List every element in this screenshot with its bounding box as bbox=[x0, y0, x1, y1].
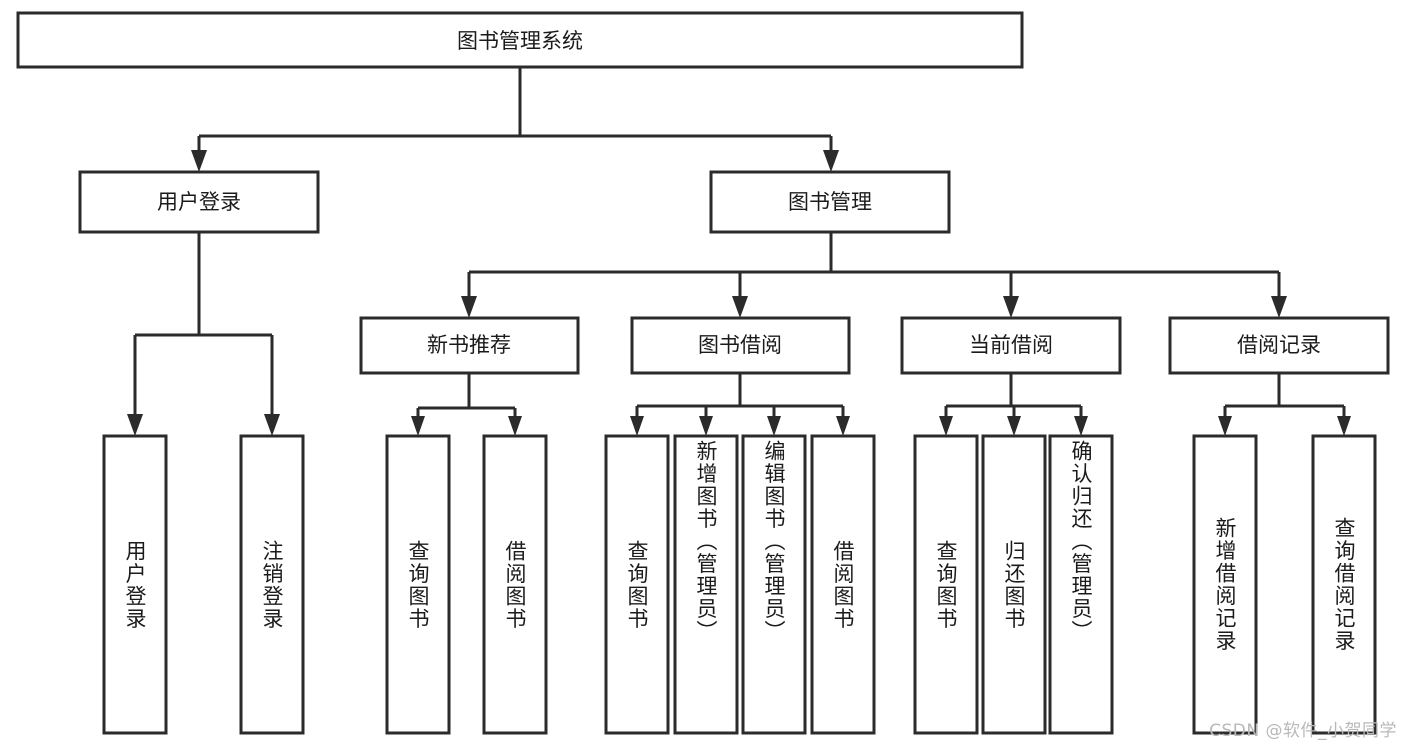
node-leaf-borrow-book-1-box[interactable] bbox=[482, 434, 548, 735]
node-book-manage-label: 图书管理 bbox=[788, 190, 872, 214]
node-current-borrow-box[interactable] bbox=[900, 316, 1122, 375]
arrow-head-icon bbox=[1003, 296, 1019, 318]
arrow-head-icon bbox=[767, 416, 781, 436]
node-new-book-recommend-label: 新书推荐 bbox=[427, 333, 511, 357]
node-root-label: 图书管理系统 bbox=[457, 29, 583, 53]
node-leaf-add-book-box[interactable] bbox=[673, 434, 739, 735]
arrow-head-icon bbox=[1074, 416, 1088, 436]
node-leaf-query-record-box[interactable] bbox=[1311, 434, 1377, 735]
node-leaf-edit-book-box[interactable] bbox=[741, 434, 807, 735]
node-current-borrow-label: 当前借阅 bbox=[969, 333, 1053, 357]
node-user-login-box[interactable] bbox=[78, 170, 320, 234]
node-leaf-query-book-3-box[interactable] bbox=[913, 434, 979, 735]
node-borrow-record[interactable]: 借阅记录 bbox=[1168, 316, 1390, 375]
arrow-head-icon bbox=[630, 416, 644, 436]
arrow-head-icon bbox=[411, 416, 425, 436]
arrow-head-icon bbox=[823, 150, 839, 172]
arrow-head-icon bbox=[1271, 296, 1287, 318]
connector-bookborrow-to-leaves bbox=[630, 373, 850, 436]
node-leaf-add-record-box[interactable] bbox=[1192, 434, 1258, 735]
node-borrow-record-box[interactable] bbox=[1168, 316, 1390, 375]
node-leaf-query-book-1-box[interactable] bbox=[385, 434, 451, 735]
arrow-head-icon bbox=[699, 416, 713, 436]
node-user-login-label: 用户登录 bbox=[157, 190, 241, 214]
node-leaf-query-book-2-box[interactable] bbox=[604, 434, 670, 735]
node-book-borrow-label: 图书借阅 bbox=[698, 333, 782, 357]
node-book-manage[interactable]: 图书管理 bbox=[709, 170, 951, 234]
connector-bookmanage-to-level3 bbox=[461, 232, 1287, 318]
node-leaf-borrow-book-2-box[interactable] bbox=[810, 434, 876, 735]
arrow-head-icon bbox=[1007, 416, 1021, 436]
connector-root-to-level2 bbox=[191, 67, 839, 172]
node-book-borrow[interactable]: 图书借阅 bbox=[630, 316, 851, 375]
node-current-borrow[interactable]: 当前借阅 bbox=[900, 316, 1122, 375]
node-leaf-return-book-box[interactable] bbox=[981, 434, 1047, 735]
node-leaf-logout-box[interactable] bbox=[239, 434, 305, 735]
node-book-borrow-box[interactable] bbox=[630, 316, 851, 375]
connector-userlogin-to-leaves bbox=[127, 232, 280, 436]
node-leaf-confirm-return-box[interactable] bbox=[1048, 434, 1114, 735]
arrow-head-icon bbox=[264, 414, 280, 436]
node-root[interactable]: 图书管理系统 bbox=[16, 11, 1024, 69]
node-root-box[interactable] bbox=[16, 11, 1024, 69]
arrow-head-icon bbox=[461, 296, 477, 318]
arrow-head-icon bbox=[732, 296, 748, 318]
node-book-manage-box[interactable] bbox=[709, 170, 951, 234]
watermark-text: CSDN @软件_小贺同学 bbox=[1209, 721, 1397, 741]
node-new-book-recommend-box[interactable] bbox=[359, 316, 580, 375]
arrow-head-icon bbox=[127, 414, 143, 436]
arrow-head-icon bbox=[939, 416, 953, 436]
arrow-head-icon bbox=[1218, 416, 1232, 436]
node-new-book-recommend[interactable]: 新书推荐 bbox=[359, 316, 580, 375]
node-leaf-user-login-box[interactable] bbox=[102, 434, 168, 735]
arrow-head-icon bbox=[191, 150, 207, 172]
arrow-head-icon bbox=[836, 416, 850, 436]
arrow-head-icon bbox=[1337, 416, 1351, 436]
arrow-head-icon bbox=[508, 416, 522, 436]
connector-newbook-to-leaves bbox=[411, 373, 522, 436]
node-borrow-record-label: 借阅记录 bbox=[1237, 333, 1321, 357]
connector-currentborrow-to-leaves bbox=[939, 373, 1088, 436]
connector-borrowrecord-to-leaves bbox=[1218, 373, 1351, 436]
node-user-login[interactable]: 用户登录 bbox=[78, 170, 320, 234]
